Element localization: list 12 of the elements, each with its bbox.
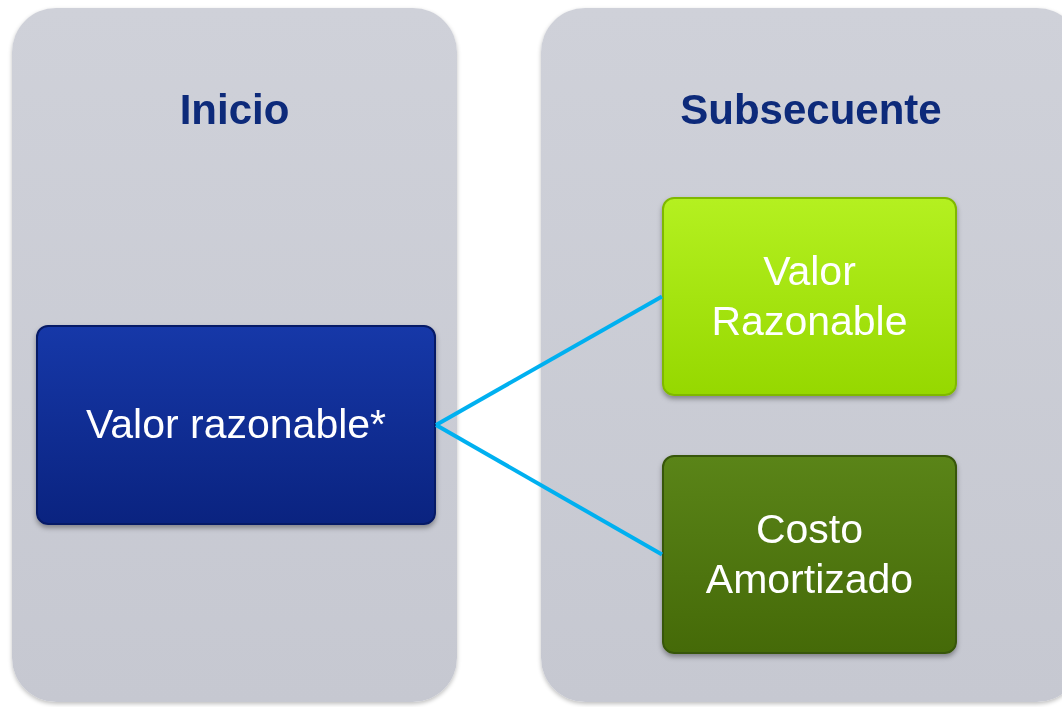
column-panel	[541, 8, 1062, 702]
process-box	[662, 455, 957, 654]
box-label: Costo Amortizado	[704, 505, 915, 604]
box-label: Valor Razonable	[710, 247, 909, 346]
connector-line	[435, 294, 663, 427]
column-heading: Subsecuente	[679, 86, 943, 134]
box-label: Valor razonable*	[84, 400, 388, 450]
column-heading: Inicio	[178, 86, 291, 134]
connector-line	[435, 423, 663, 557]
process-box	[36, 325, 436, 525]
column-panel	[12, 8, 457, 702]
process-box	[662, 197, 957, 396]
